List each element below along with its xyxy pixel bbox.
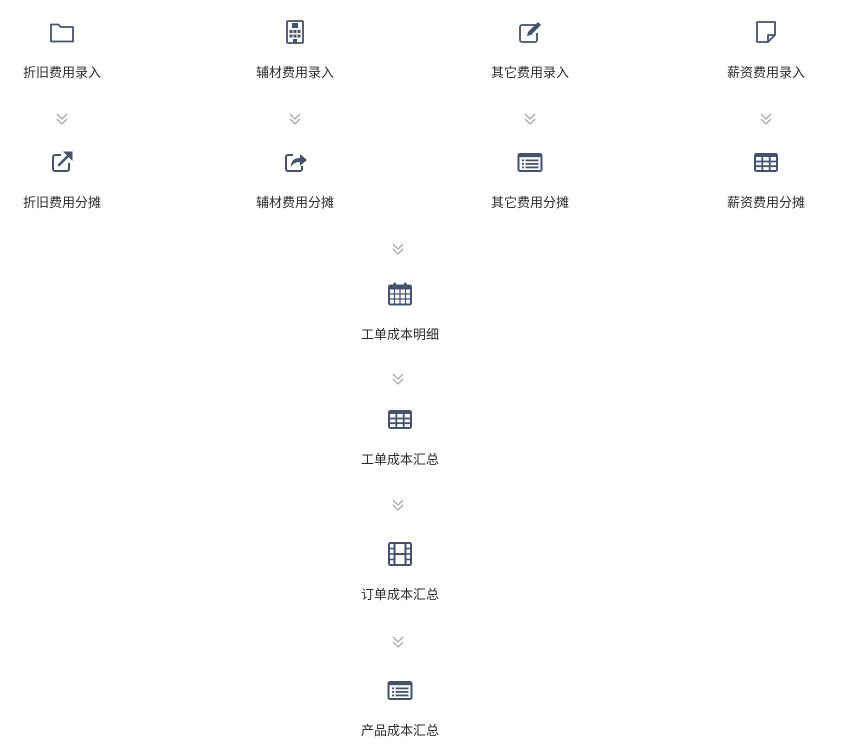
node-salary-allocation[interactable]: 薪资费用分摊 <box>696 148 836 212</box>
share-icon <box>281 148 309 176</box>
node-label: 订单成本汇总 <box>360 588 439 603</box>
node-label: 薪资费用录入 <box>726 66 805 81</box>
node-auxiliary-allocation[interactable]: 辅材费用分摊 <box>225 148 365 212</box>
node-label: 折旧费用分摊 <box>22 196 101 211</box>
node-work-order-cost-detail[interactable]: 工单成本明细 <box>330 280 470 344</box>
flow-arrow-down-icon <box>390 634 406 650</box>
node-label: 其它费用分摊 <box>490 196 569 211</box>
list-icon <box>516 148 544 176</box>
building-icon <box>281 18 309 46</box>
film-icon <box>386 540 414 568</box>
flow-arrow-down-icon <box>54 111 70 127</box>
folder-icon <box>48 18 76 46</box>
node-label: 薪资费用分摊 <box>726 196 805 211</box>
table-icon <box>386 405 414 433</box>
node-product-cost-summary[interactable]: 产品成本汇总 <box>330 676 470 740</box>
node-label: 折旧费用录入 <box>22 66 101 81</box>
flow-arrow-down-icon <box>758 111 774 127</box>
flow-arrow-down-icon <box>390 371 406 387</box>
node-depreciation-entry[interactable]: 折旧费用录入 <box>0 18 132 82</box>
flow-arrow-down-icon <box>287 111 303 127</box>
flow-arrow-down-icon <box>522 111 538 127</box>
node-sales-order-cost-summary[interactable]: 订单成本汇总 <box>330 540 470 604</box>
external-link-icon <box>48 148 76 176</box>
table-icon <box>752 148 780 176</box>
node-auxiliary-entry[interactable]: 辅材费用录入 <box>225 18 365 82</box>
node-other-entry[interactable]: 其它费用录入 <box>460 18 600 82</box>
list-icon <box>386 676 414 704</box>
node-salary-entry[interactable]: 薪资费用录入 <box>696 18 836 82</box>
node-other-allocation[interactable]: 其它费用分摊 <box>460 148 600 212</box>
node-work-order-cost-summary[interactable]: 工单成本汇总 <box>330 405 470 469</box>
flow-arrow-down-icon <box>390 241 406 257</box>
node-label: 工单成本汇总 <box>360 453 439 468</box>
node-label: 其它费用录入 <box>490 66 569 81</box>
node-depreciation-allocation[interactable]: 折旧费用分摊 <box>0 148 132 212</box>
sticky-note-icon <box>752 18 780 46</box>
flow-arrow-down-icon <box>390 497 406 513</box>
calendar-icon <box>386 280 414 308</box>
node-label: 辅材费用分摊 <box>255 196 334 211</box>
node-label: 工单成本明细 <box>360 328 439 343</box>
node-label: 辅材费用录入 <box>255 66 334 81</box>
node-label: 产品成本汇总 <box>360 724 439 739</box>
edit-icon <box>516 18 544 46</box>
